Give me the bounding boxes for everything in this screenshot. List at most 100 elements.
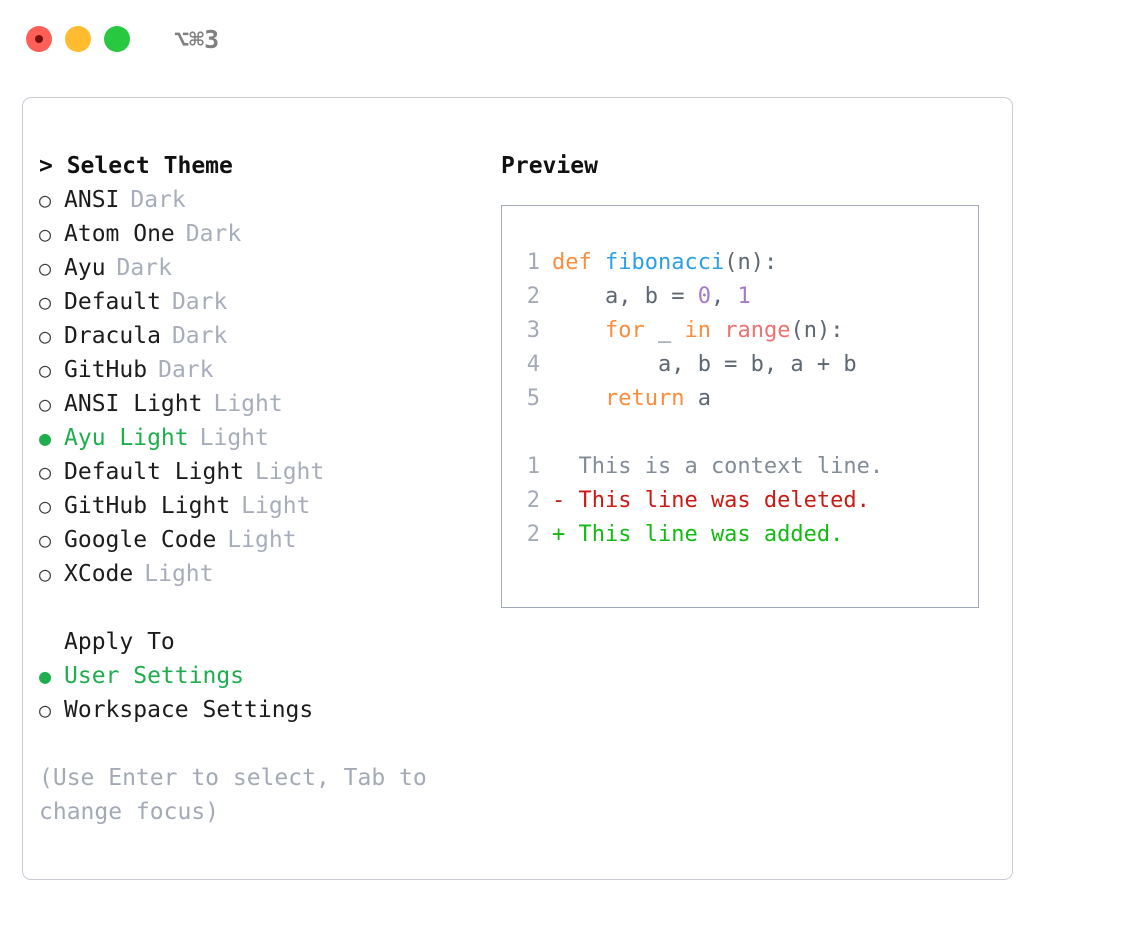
diff-line-number: 2 (526, 488, 540, 513)
theme-name-label: Ayu Light (64, 425, 189, 451)
code-line-text: for _ in range(n): (552, 314, 843, 348)
minimize-window-icon[interactable] (65, 26, 91, 52)
diff-line-number: 2 (526, 522, 540, 547)
code-token: a, b = b, a + b (552, 352, 857, 377)
code-token (711, 318, 724, 343)
radio-selected-icon: ● (39, 426, 52, 450)
theme-name-label: GitHub (64, 357, 148, 383)
code-token: , (710, 284, 738, 309)
diff-line-number: 1 (526, 454, 540, 479)
theme-name-label: XCode (64, 561, 134, 587)
theme-name-label: ANSI Light (64, 391, 203, 417)
code-token: return (604, 386, 685, 411)
radio-unselected-icon: ○ (39, 324, 52, 348)
diff-line-text: - This line was deleted. (552, 488, 870, 513)
theme-kind-label: Light (255, 459, 325, 485)
theme-name-label: Default (64, 289, 161, 315)
radio-unselected-icon: ○ (39, 460, 52, 484)
radio-unselected-icon: ○ (39, 494, 52, 518)
section-spacer (39, 591, 479, 625)
maximize-window-icon[interactable] (104, 26, 130, 52)
theme-name-label: ANSI (64, 187, 120, 213)
diff-line: 2 - This line was deleted. (510, 484, 978, 518)
code-line: 4 a, b = b, a + b (510, 348, 978, 382)
keyboard-hint: (Use Enter to select, Tab to change focu… (39, 765, 427, 825)
code-line: 1 def fibonacci(n): (510, 246, 978, 280)
select-theme-header: > Select Theme (39, 153, 233, 179)
theme-kind-label: Light (144, 561, 214, 587)
code-token: range (724, 318, 791, 343)
radio-unselected-icon: ○ (39, 358, 52, 382)
traffic-light-buttons (26, 26, 130, 52)
theme-list-item[interactable]: ○ XCode Light (39, 557, 479, 591)
code-token (552, 386, 605, 411)
diff-line: 2+ This line was added. (510, 518, 978, 552)
window-titlebar: ⌥⌘3 (0, 0, 1140, 78)
apply-to-item[interactable]: ○Workspace Settings (39, 693, 479, 727)
code-token: for (604, 318, 645, 343)
code-token: (n): (790, 318, 844, 343)
code-line-text: a, b = b, a + b (552, 348, 857, 382)
code-line-number: 2 (526, 284, 540, 309)
theme-name-label: Dracula (64, 323, 161, 349)
code-line-text: a, b = 0, 1 (552, 280, 751, 314)
theme-list-item[interactable]: ○ Dracula Dark (39, 319, 479, 353)
diff-line-text: This is a context line. (552, 454, 884, 479)
theme-kind-label: Light (199, 425, 269, 451)
preview-header: Preview (501, 153, 598, 179)
code-token: fibonacci (605, 250, 725, 275)
theme-kind-label: Dark (158, 357, 214, 383)
code-line-number: 1 (526, 250, 540, 275)
code-token: def (552, 250, 592, 275)
code-line-text: return a (552, 382, 711, 416)
code-line-number: 5 (526, 386, 540, 411)
code-token: 0 (697, 284, 711, 309)
code-token: 1 (737, 284, 751, 309)
radio-unselected-icon: ○ (39, 392, 52, 416)
code-token: in (684, 318, 711, 343)
code-token: _ (644, 318, 685, 343)
theme-name-label: Ayu (64, 255, 106, 281)
theme-name-label: Google Code (64, 527, 217, 553)
code-diff-spacer (510, 416, 978, 450)
close-window-icon[interactable] (26, 26, 52, 52)
radio-unselected-icon: ○ (39, 256, 52, 280)
apply-to-label: User Settings (64, 663, 245, 689)
theme-name-label: GitHub Light (64, 493, 231, 519)
code-line: 3 for _ in range(n): (510, 314, 978, 348)
theme-kind-label: Dark (171, 323, 228, 349)
theme-kind-label: Dark (130, 187, 186, 213)
code-line: 2 a, b = 0, 1 (510, 280, 978, 314)
theme-list-item[interactable]: ○ Atom One Dark (39, 217, 479, 251)
theme-list-item[interactable]: ○ ANSI Dark (39, 183, 479, 217)
theme-list-item[interactable]: ○ GitHub Dark (39, 353, 479, 387)
radio-unselected-icon: ○ (39, 528, 52, 552)
theme-list-item[interactable]: ○ Default Light Light (39, 455, 479, 489)
apply-to-item[interactable]: ● User Settings (39, 659, 479, 693)
radio-unselected-icon: ○ (39, 562, 52, 586)
code-token: (n): (724, 250, 778, 275)
apply-to-header: Apply To (64, 629, 175, 655)
window-title: ⌥⌘3 (174, 24, 220, 54)
radio-unselected-icon: ○ (39, 222, 52, 246)
theme-kind-label: Dark (185, 221, 242, 247)
theme-list-item[interactable]: ● Ayu Light Light (39, 421, 479, 455)
radio-selected-icon: ● (39, 664, 52, 688)
radio-unselected-icon: ○ (39, 188, 52, 212)
theme-name-label: Atom One (64, 221, 175, 247)
diff-line: 1 This is a context line. (510, 450, 978, 484)
radio-unselected-icon: ○ (39, 698, 52, 722)
theme-name-label: Default Light (64, 459, 245, 485)
code-token: a (684, 386, 711, 411)
